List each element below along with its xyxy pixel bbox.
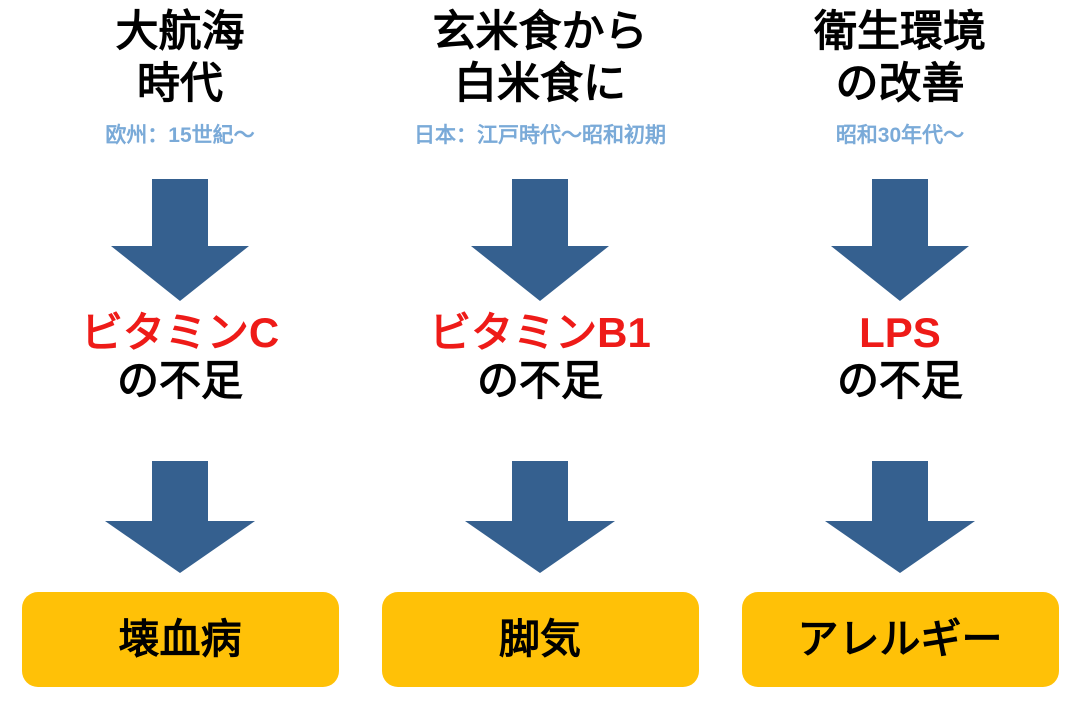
cause-suffix: の不足 [476, 357, 603, 405]
outcome-box: アレルギー [741, 592, 1059, 687]
flow-column-sanitation-improvement: 衛生環境 の改善 昭和30年代〜 LPS の不足 アレルギー [720, 0, 1080, 718]
down-arrow-icon [825, 460, 975, 573]
cause-block: ビタミンC の不足 [81, 305, 279, 450]
column-heading: 大航海 時代 欧州：15世紀〜 [0, 0, 360, 175]
arrow-slot-bottom [465, 450, 615, 583]
heading-title: 玄米食から 白米食に [432, 8, 648, 109]
down-arrow-icon [465, 460, 615, 573]
outcome-box: 脚気 [381, 592, 699, 687]
outcome-label: 脚気 [499, 616, 581, 662]
arrow-slot-top [111, 175, 249, 305]
cause-suffix: の不足 [836, 357, 963, 405]
outcome-label: 壊血病 [118, 616, 242, 662]
column-heading: 衛生環境 の改善 昭和30年代〜 [720, 0, 1080, 175]
heading-title: 大航海 時代 [115, 8, 245, 109]
cause-name: LPS [859, 309, 941, 356]
down-arrow-icon [105, 460, 255, 573]
down-arrow-icon [471, 179, 609, 301]
cause-block: LPS の不足 [837, 305, 963, 450]
arrow-slot-top [831, 175, 969, 305]
flow-column-age-of-discovery: 大航海 時代 欧州：15世紀〜 ビタミンC の不足 壊血病 [0, 0, 360, 718]
cause-suffix: の不足 [116, 357, 243, 405]
down-arrow-icon [831, 179, 969, 301]
cause-name: ビタミンB1 [429, 309, 651, 356]
flow-column-brown-rice-to-white-rice: 玄米食から 白米食に 日本：江戸時代〜昭和初期 ビタミンB1 の不足 脚気 [360, 0, 720, 718]
arrow-slot-bottom [105, 450, 255, 583]
outcome-slot: アレルギー [720, 583, 1080, 718]
cause-block: ビタミンB1 の不足 [429, 305, 651, 450]
outcome-slot: 脚気 [360, 583, 720, 718]
down-arrow-icon [111, 179, 249, 301]
outcome-label: アレルギー [797, 616, 1003, 662]
arrow-slot-top [471, 175, 609, 305]
heading-subtitle: 欧州：15世紀〜 [105, 123, 255, 147]
heading-subtitle: 昭和30年代〜 [835, 123, 965, 147]
heading-title: 衛生環境 の改善 [814, 8, 986, 109]
column-heading: 玄米食から 白米食に 日本：江戸時代〜昭和初期 [360, 0, 720, 175]
cause-name: ビタミンC [80, 309, 280, 356]
outcome-box: 壊血病 [21, 592, 339, 687]
outcome-slot: 壊血病 [0, 583, 360, 718]
arrow-slot-bottom [825, 450, 975, 583]
heading-subtitle: 日本：江戸時代〜昭和初期 [414, 123, 666, 147]
